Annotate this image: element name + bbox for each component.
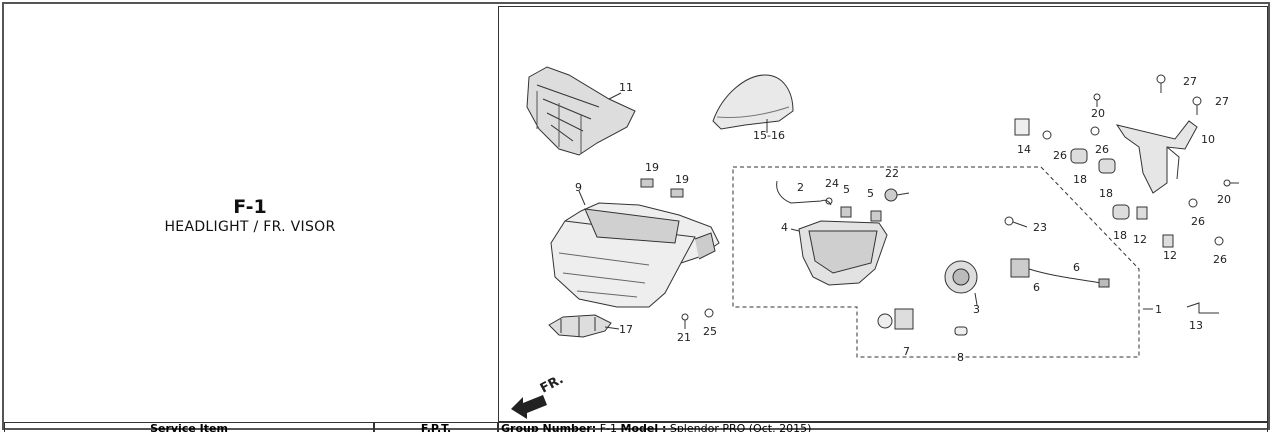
- part-2-wire: [776, 180, 832, 206]
- part-26-washer-a: [1042, 130, 1052, 140]
- part-26-washer-d: [1214, 236, 1224, 246]
- part-9-front-cover: [550, 202, 720, 308]
- part-15-16-visor: [712, 74, 794, 130]
- part-26-washer-c: [1188, 198, 1198, 208]
- part-19-clip-b: [670, 188, 684, 198]
- part-24-screw: [825, 197, 833, 205]
- fpt-header: F.P.T.: [374, 422, 498, 432]
- part-20-bolt-b: [1223, 179, 1239, 187]
- callout-label: 19: [675, 173, 689, 186]
- part-5-nut-b: [870, 210, 882, 222]
- part-25-washer: [704, 308, 714, 318]
- part-10-bracket: [1115, 120, 1198, 194]
- callout-label: 20: [1091, 107, 1105, 120]
- model-label: Model :: [620, 422, 667, 432]
- parts-diagram-panel: 11 15-16 27 27 20 10 14 26 26 18 18 19 1…: [498, 6, 1268, 422]
- front-direction-arrow: [511, 395, 547, 419]
- part-13-stay: [1186, 302, 1219, 314]
- part-18-grommet-b: [1098, 158, 1116, 174]
- callout-label: 1: [1155, 303, 1162, 316]
- section-title-panel: F-1 HEADLIGHT / FR. VISOR: [4, 6, 496, 422]
- info-table-row: Service Item F.P.T. Group Number: F-1 Mo…: [4, 422, 1268, 432]
- callout-label: 26: [1053, 149, 1067, 162]
- callout-label: 5: [843, 183, 850, 196]
- callout-label: 26: [1213, 253, 1227, 266]
- model-value: Splendor PRO (Oct. 2015): [669, 422, 812, 432]
- callout-label: 9: [575, 181, 582, 194]
- exploded-parts-diagram: 11 15-16 27 27 20 10 14 26 26 18 18 19 1…: [511, 66, 1239, 419]
- service-item-header: Service Item: [4, 422, 374, 432]
- group-code: F-1: [233, 196, 267, 218]
- callout-label: 17: [619, 323, 633, 336]
- part-21-screw: [681, 313, 689, 329]
- group-number-label: Group Number:: [501, 422, 597, 432]
- part-8-position-bulb: [954, 326, 968, 336]
- callout-label: 15-16: [753, 129, 785, 142]
- callout-label: 11: [619, 81, 633, 94]
- group-model-info: Group Number: F-1 Model : Splendor PRO (…: [498, 422, 1268, 432]
- part-12-collar-a: [1136, 206, 1148, 220]
- part-12-collar-b: [1162, 234, 1174, 248]
- callout-label: 18: [1099, 187, 1113, 200]
- callout-label: 20: [1217, 193, 1231, 206]
- callout-label: 10: [1201, 133, 1215, 146]
- callout-label: 12: [1133, 233, 1147, 246]
- part-6-socket-wire: [1010, 258, 1110, 288]
- callout-label: 6: [1033, 281, 1040, 294]
- callout-label: 7: [903, 345, 910, 358]
- part-18-grommet-c: [1112, 204, 1130, 220]
- callout-label: 25: [703, 325, 717, 338]
- callout-label: 6: [1073, 261, 1080, 274]
- callout-label: 5: [867, 187, 874, 200]
- callout-label: 27: [1183, 75, 1197, 88]
- part-14-plate: [1014, 118, 1030, 136]
- part-7-bulb: [877, 308, 914, 330]
- direction-label: FR.: [538, 372, 566, 397]
- part-4-headlight-unit: [798, 220, 888, 286]
- part-27-bolt-a: [1156, 74, 1166, 93]
- part-5-nut-a: [840, 206, 852, 218]
- part-23-screw: [1004, 216, 1028, 228]
- assembly-boundary: [732, 166, 1140, 358]
- callout-label: 22: [885, 167, 899, 180]
- callout-label: 19: [645, 161, 659, 174]
- callout-label: 14: [1017, 143, 1031, 156]
- part-3-dust-cover: [944, 260, 978, 294]
- callout-label: 24: [825, 177, 839, 190]
- callout-label: 26: [1095, 143, 1109, 156]
- callout-label: 27: [1215, 95, 1229, 108]
- callout-label: 4: [781, 221, 788, 234]
- callout-label: 12: [1163, 249, 1177, 262]
- part-20-bolt-a: [1093, 93, 1101, 107]
- part-19-clip-a: [640, 178, 654, 188]
- callout-label: 13: [1189, 319, 1203, 332]
- group-name: HEADLIGHT / FR. VISOR: [164, 219, 336, 235]
- part-18-grommet-a: [1070, 148, 1088, 164]
- part-11-upper-cover: [526, 66, 636, 156]
- callout-label: 21: [677, 331, 691, 344]
- callout-label: 26: [1191, 215, 1205, 228]
- part-17-bracket: [548, 314, 612, 338]
- part-27-bolt-b: [1192, 96, 1202, 115]
- callout-label: 3: [973, 303, 980, 316]
- callout-label: 18: [1073, 173, 1087, 186]
- callout-label: 18: [1113, 229, 1127, 242]
- part-26-washer-b: [1090, 126, 1100, 136]
- group-number-value: F-1: [599, 422, 617, 432]
- callout-label: 23: [1033, 221, 1047, 234]
- part-22-screw: [884, 188, 910, 202]
- section-title: F-1 HEADLIGHT / FR. VISOR: [4, 196, 496, 236]
- callout-label: 8: [957, 351, 964, 364]
- callout-label: 2: [797, 181, 804, 194]
